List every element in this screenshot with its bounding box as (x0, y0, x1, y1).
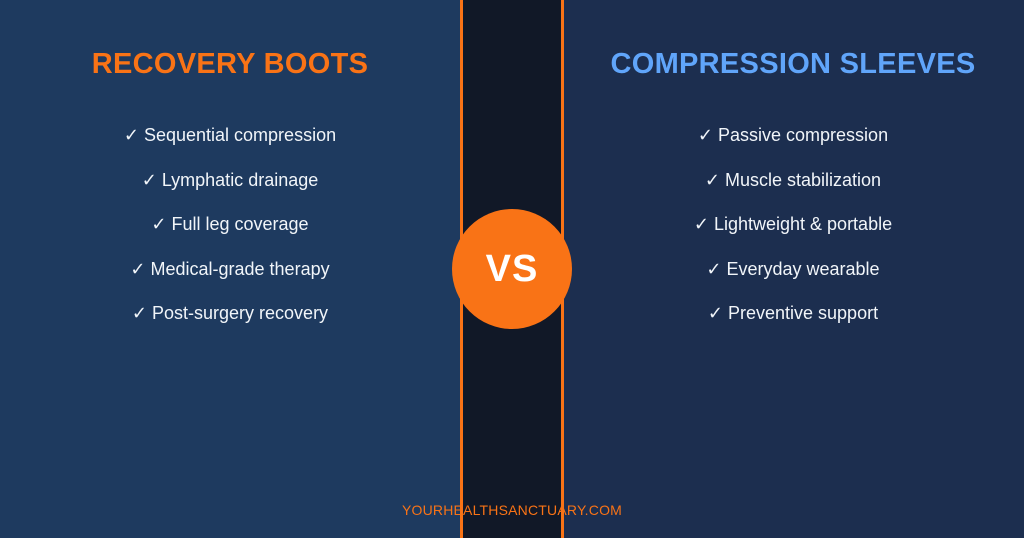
footer-website: YOURHEALTHSANCTUARY.COM (401, 502, 623, 518)
feature-item: ✓ Everyday wearable (706, 258, 880, 279)
compression-sleeves-title: COMPRESSION SLEEVES (610, 48, 976, 80)
vs-label: VS (485, 247, 539, 290)
feature-item: ✓ Post-surgery recovery (131, 303, 329, 323)
feature-item: ✓ Medical-grade therapy (130, 258, 330, 279)
recovery-boots-features: ✓ Sequential compression ✓ Lymphatic dra… (0, 116, 460, 339)
feature-item: ✓ Sequential compression (123, 125, 337, 145)
feature-item: ✓ Lightweight & portable (693, 214, 893, 234)
compression-sleeves-panel (562, 0, 1024, 538)
compression-sleeves-features: ✓ Passive compression ✓ Muscle stabiliza… (562, 116, 1024, 339)
feature-item: ✓ Lymphatic drainage (141, 169, 319, 190)
feature-item: ✓ Muscle stabilization (704, 169, 882, 190)
vs-badge: VS (452, 209, 572, 329)
feature-item: ✓ Preventive support (707, 303, 879, 323)
recovery-boots-title: RECOVERY BOOTS (91, 48, 369, 80)
recovery-boots-panel (0, 0, 462, 538)
feature-item: ✓ Full leg coverage (151, 214, 309, 234)
feature-item: ✓ Passive compression (697, 125, 889, 145)
